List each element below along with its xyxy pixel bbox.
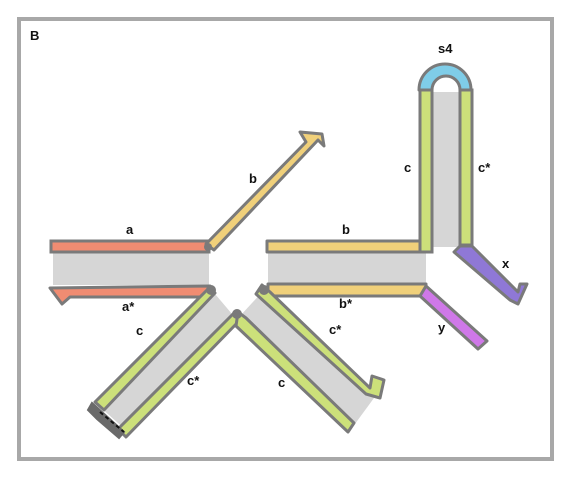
label-b-top: b (249, 171, 257, 186)
strand-y (418, 284, 489, 351)
label-y: y (438, 320, 446, 335)
nick-mark (99, 411, 125, 433)
left-arm-end (86, 401, 126, 440)
label-b-mid: b (342, 222, 350, 237)
strand-b-top (204, 130, 326, 252)
strand-c-star-hairpin (458, 88, 474, 247)
label-x: x (502, 256, 510, 271)
duplex-c-right-arm (240, 290, 374, 428)
junction-cap-top (204, 243, 212, 251)
strand-x (452, 244, 529, 306)
strand-c-hairpin (418, 88, 434, 254)
panel-label: B (30, 28, 39, 43)
label-a: a (126, 222, 134, 237)
label-s4: s4 (438, 41, 453, 56)
label-b-star: b* (339, 296, 353, 311)
label-c-hairpin: c (404, 160, 411, 175)
strand-c-star-right (254, 283, 386, 400)
label-c-left: c (136, 323, 143, 338)
strand-b-star (266, 282, 428, 298)
label-c-star-left: c* (187, 373, 200, 388)
label-c-right: c (278, 375, 285, 390)
junction-cap-right (259, 285, 269, 295)
panel-frame (17, 17, 554, 461)
strand-b-mid (265, 239, 422, 254)
junction-cap-left (206, 285, 216, 295)
duplex-b (268, 252, 426, 285)
label-c-star-right: c* (329, 322, 342, 337)
junction-cap-middle (232, 309, 242, 319)
label-c-star-hairpin: c* (478, 160, 491, 175)
loop-s4 (417, 62, 473, 92)
strand-a (49, 239, 211, 254)
duplex-c-left-arm (100, 288, 232, 432)
duplex-a (53, 252, 209, 285)
strand-c-right (234, 310, 356, 434)
label-a-star: a* (122, 299, 135, 314)
